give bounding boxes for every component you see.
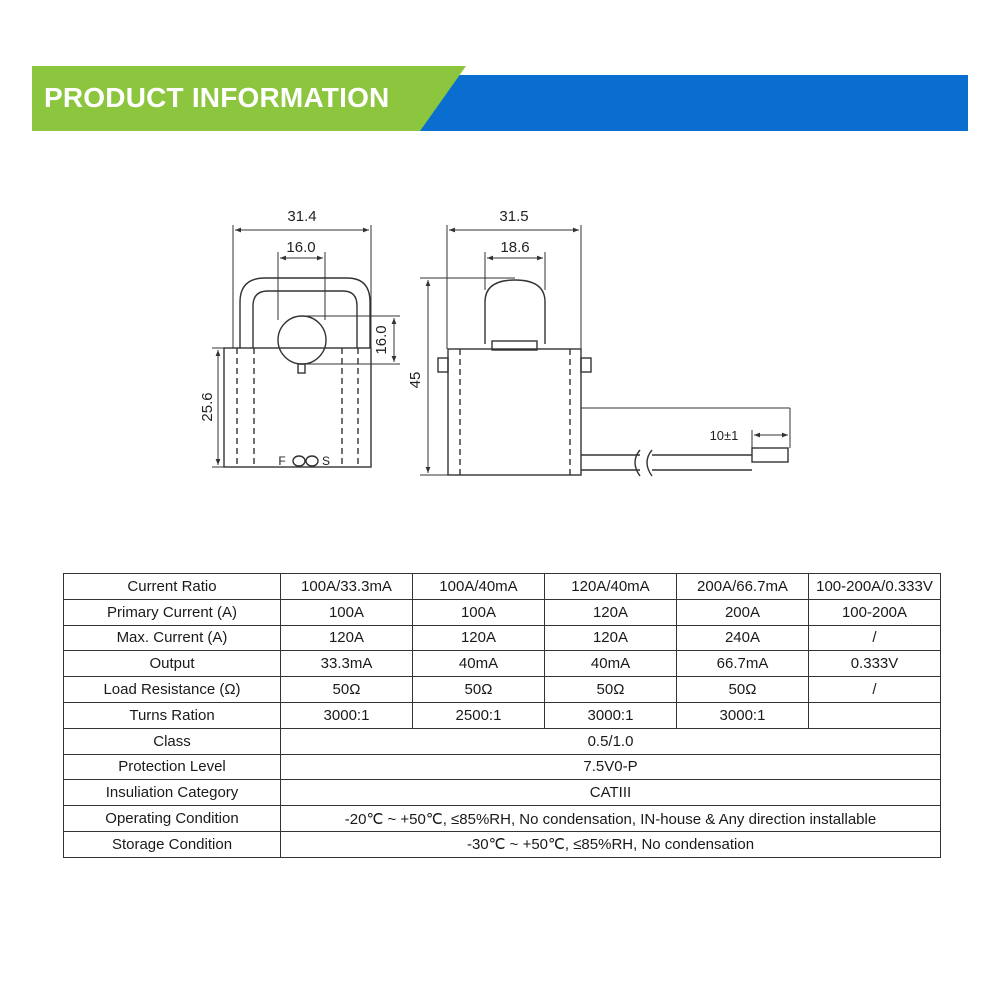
dim-31-4-label: 31.4 (287, 208, 316, 225)
spec-table: Current Ratio 100A/33.3mA 100A/40mA 120A… (63, 573, 941, 858)
table-cell: 100-200A/0.333V (808, 573, 941, 600)
dim-lead-label: 10±1 (710, 428, 739, 443)
table-cell: 120A (280, 624, 413, 652)
table-cell: 0.333V (808, 650, 941, 678)
lead-break-right (646, 449, 653, 477)
marking-f-label: F (278, 454, 285, 468)
table-cell: 3000:1 (280, 701, 413, 729)
row-label: Current Ratio (63, 573, 281, 600)
table-cell: 66.7mA (676, 650, 809, 678)
dim-18-6-label: 18.6 (500, 239, 529, 256)
table-row-merged: Class 0.5/1.0 (63, 727, 941, 755)
table-cell: 3000:1 (544, 701, 677, 729)
table-cell: 100-200A (808, 598, 941, 626)
table-cell: 3000:1 (676, 701, 809, 729)
front-view-labels: 31.4 16.0 16.0 25.6 F S (199, 208, 390, 468)
marking-s-label: S (322, 454, 330, 468)
table-cell-merged: -20℃ ~ +50℃, ≤85%RH, No condensation, IN… (280, 805, 941, 832)
marking-hole-right (305, 455, 319, 467)
banner-blue-band (400, 75, 968, 131)
front-latch (297, 363, 306, 374)
row-label: Insuliation Category (63, 779, 281, 807)
front-clamp-arch (239, 277, 371, 348)
table-cell: 50Ω (280, 676, 413, 703)
row-label: Max. Current (A) (63, 624, 281, 652)
spec-table-body: Current Ratio 100A/33.3mA 100A/40mA 120A… (63, 573, 941, 858)
table-row: Load Resistance (Ω) 50Ω 50Ω 50Ω 50Ω / (63, 676, 941, 703)
dim-16-0-label: 16.0 (286, 239, 315, 256)
product-information-banner: PRODUCT INFORMATION (0, 0, 1000, 140)
table-row-merged: Protection Level 7.5V0-P (63, 753, 941, 781)
table-cell-merged: 0.5/1.0 (280, 727, 941, 755)
row-label: Operating Condition (63, 805, 281, 832)
banner-title: PRODUCT INFORMATION (44, 82, 390, 113)
marking-hole-left (292, 455, 306, 467)
table-cell: / (808, 624, 941, 652)
row-label: Class (63, 727, 281, 755)
lead-break-left (634, 449, 641, 477)
table-cell: 200A (676, 598, 809, 626)
table-cell: 120A (544, 598, 677, 626)
table-cell: 240A (676, 624, 809, 652)
side-body (447, 348, 582, 476)
table-cell (808, 701, 941, 729)
dim-16-0h-label: 16.0 (373, 325, 390, 354)
table-cell: 2500:1 (412, 701, 545, 729)
table-cell: / (808, 676, 941, 703)
table-row: Max. Current (A) 120A 120A 120A 240A / (63, 624, 941, 652)
table-cell: 120A (544, 624, 677, 652)
row-label: Primary Current (A) (63, 598, 281, 626)
table-cell-merged: -30℃ ~ +50℃, ≤85%RH, No condensation (280, 830, 941, 858)
table-row-merged: Insuliation Category CATIII (63, 779, 941, 807)
front-view (212, 225, 400, 468)
row-label: Protection Level (63, 753, 281, 781)
side-clip-left (437, 357, 449, 373)
table-cell: 50Ω (544, 676, 677, 703)
row-label: Load Resistance (Ω) (63, 676, 281, 703)
row-label: Storage Condition (63, 830, 281, 858)
table-row-merged: Operating Condition -20℃ ~ +50℃, ≤85%RH,… (63, 805, 941, 832)
table-cell: 120A/40mA (544, 573, 677, 600)
dim-45-label: 45 (407, 372, 424, 389)
side-clip-right (580, 357, 592, 373)
table-row-merged: Storage Condition -30℃ ~ +50℃, ≤85%RH, N… (63, 830, 941, 858)
table-row: Output 33.3mA 40mA 40mA 66.7mA 0.333V (63, 650, 941, 678)
table-cell: 100A/33.3mA (280, 573, 413, 600)
table-row-header: Current Ratio 100A/33.3mA 100A/40mA 120A… (63, 573, 941, 600)
lead-terminal (751, 447, 789, 463)
table-cell-merged: 7.5V0-P (280, 753, 941, 781)
dim-25-6-label: 25.6 (199, 392, 216, 421)
table-cell: 100A (280, 598, 413, 626)
table-cell: 40mA (412, 650, 545, 678)
banner-background (32, 66, 968, 131)
table-cell-merged: CATIII (280, 779, 941, 807)
table-row: Primary Current (A) 100A 100A 120A 200A … (63, 598, 941, 626)
dim-31-5-label: 31.5 (499, 208, 528, 225)
side-view-labels: 31.5 18.6 45 10±1 (407, 208, 738, 443)
side-latch (491, 340, 538, 351)
table-cell: 100A/40mA (412, 573, 545, 600)
table-cell: 33.3mA (280, 650, 413, 678)
side-view (420, 225, 791, 477)
table-row: Turns Ration 3000:1 2500:1 3000:1 3000:1 (63, 701, 941, 729)
row-label: Output (63, 650, 281, 678)
front-core-window (277, 315, 327, 365)
front-body (223, 347, 372, 468)
table-cell: 50Ω (412, 676, 545, 703)
side-clamp-dome (484, 279, 546, 344)
banner-green-band (32, 66, 466, 131)
table-cell: 50Ω (676, 676, 809, 703)
table-cell: 40mA (544, 650, 677, 678)
table-cell: 200A/66.7mA (676, 573, 809, 600)
table-cell: 120A (412, 624, 545, 652)
row-label: Turns Ration (63, 701, 281, 729)
table-cell: 100A (412, 598, 545, 626)
front-clamp-inner (252, 290, 358, 348)
